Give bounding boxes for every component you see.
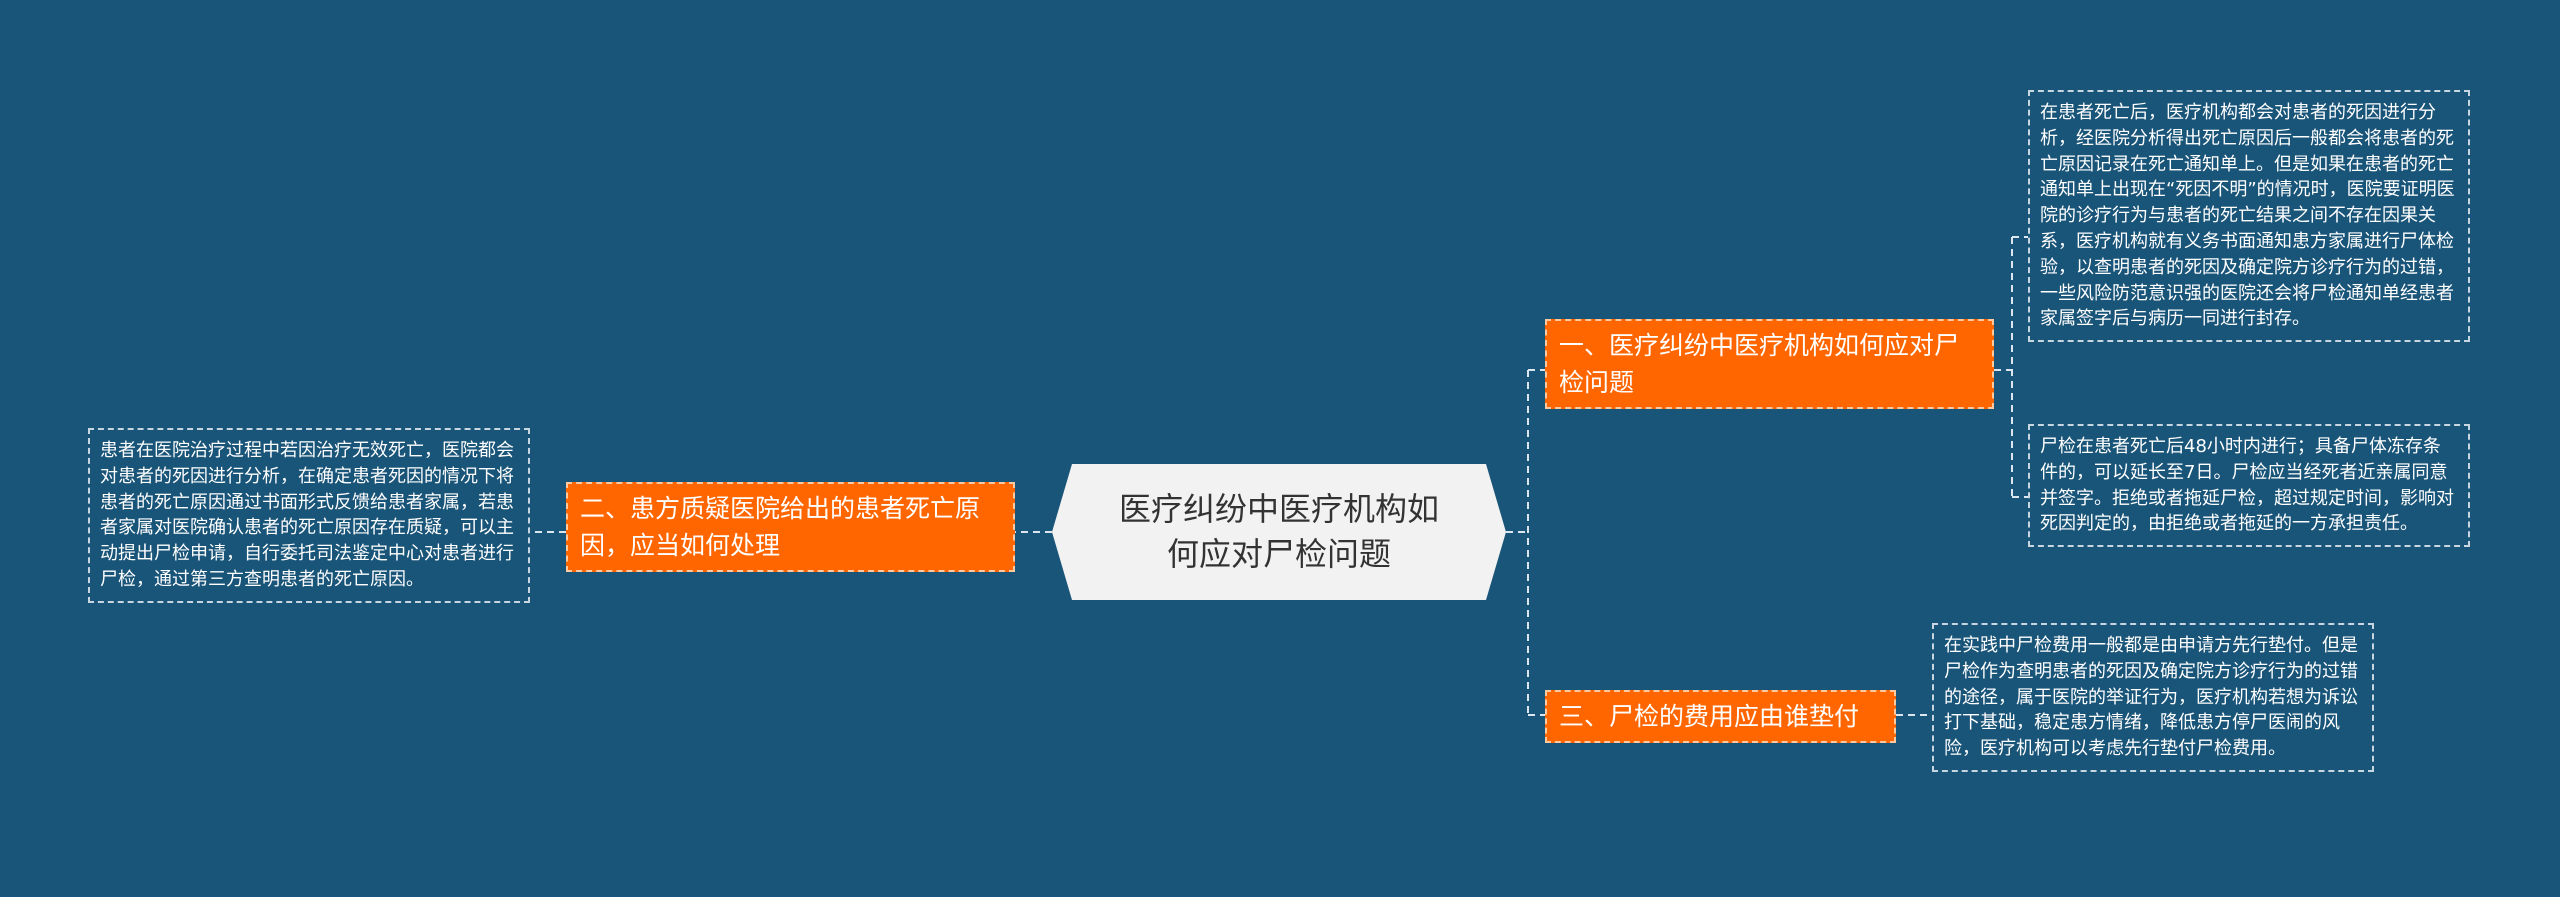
leaf-2: 患者在医院治疗过程中若因治疗无效死亡，医院都会对患者的死因进行分析，在确定患者死… (88, 428, 530, 603)
center-topic-shape (1052, 464, 1506, 600)
branch-2[interactable]: 二、患方质疑医院给出的患者死亡原因，应当如何处理 (566, 482, 1015, 572)
leaf-1b: 尸检在患者死亡后48小时内进行；具备尸体冻存条件的，可以延长至7日。尸检应当经死… (2028, 424, 2470, 548)
center-topic[interactable]: 医疗纠纷中医疗机构如何应对尸检问题 (1052, 464, 1506, 600)
center-topic-title: 医疗纠纷中医疗机构如何应对尸检问题 (1118, 490, 1439, 573)
branch-3[interactable]: 三、尸检的费用应由谁垫付 (1545, 690, 1896, 743)
leaf-1a: 在患者死亡后，医疗机构都会对患者的死因进行分析，经医院分析得出死亡原因后一般都会… (2028, 90, 2470, 343)
branch-1[interactable]: 一、医疗纠纷中医疗机构如何应对尸检问题 (1545, 319, 1994, 409)
leaf-3: 在实践中尸检费用一般都是由申请方先行垫付。但是尸检作为查明患者的死因及确定院方诊… (1932, 623, 2374, 772)
